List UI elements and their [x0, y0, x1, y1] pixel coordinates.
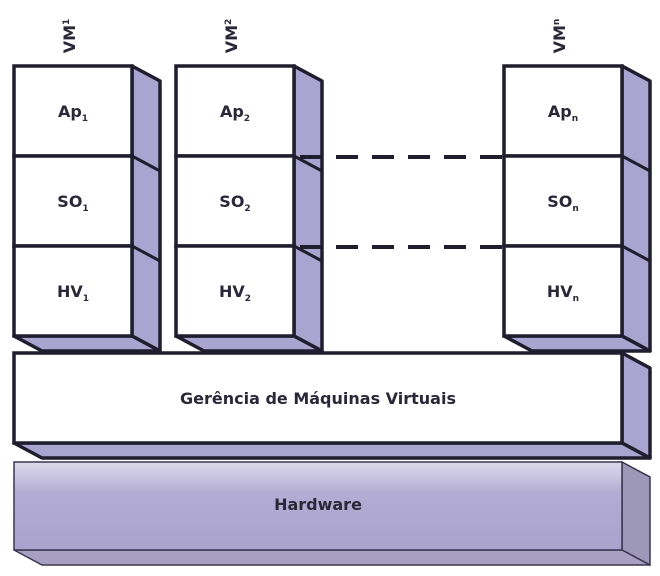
layer-label-subscript: 2: [244, 114, 250, 124]
layer-label-subscript: 1: [82, 114, 88, 124]
vm-label: VM1: [60, 19, 79, 54]
cell-edge: [131, 244, 161, 263]
cell-edge: [131, 154, 161, 173]
layer-cell: [502, 244, 624, 338]
layer-label-subscript: 2: [244, 204, 250, 214]
vm-label-index: 1: [62, 19, 72, 25]
vm-label-name: VM: [222, 25, 241, 53]
cell-edge: [293, 154, 323, 173]
layer-label-so: SOn: [547, 192, 579, 214]
layer-cell: [174, 64, 296, 158]
vm-manager-label: Gerência de Máquinas Virtuais: [180, 389, 456, 408]
cell-edge: [621, 244, 651, 263]
vm-label-name: VM: [60, 25, 79, 53]
vm-label: VMn: [550, 19, 569, 54]
stack-side-face: [292, 64, 324, 353]
layer-label-hv: HV1: [57, 282, 89, 304]
layer-cell: [174, 244, 296, 338]
layer-label-hv: HV2: [219, 282, 251, 304]
cell-edge: [621, 154, 651, 173]
layer-label-subscript: 2: [245, 294, 251, 304]
stack-side-face: [620, 64, 652, 353]
hardware-label: Hardware: [274, 495, 362, 514]
layer-label-ap: Ap1: [58, 102, 88, 124]
layer-label-base: SO: [57, 192, 82, 211]
vm-label-index: 2: [224, 19, 234, 25]
layer-label-subscript: n: [572, 204, 578, 214]
layer-label-base: HV: [57, 282, 83, 301]
cell-edge: [293, 244, 323, 263]
layer-label-so: SO1: [57, 192, 88, 214]
layer-cell: [502, 64, 624, 158]
layer-label-subscript: n: [573, 294, 579, 304]
layer-label-subscript: 1: [83, 294, 89, 304]
layer-cell: [12, 244, 134, 338]
stack-bottom-face: [502, 334, 652, 353]
stack-side-face: [130, 64, 162, 353]
layer-label-base: Ap: [548, 102, 572, 121]
vm-label-name: VM: [550, 25, 569, 53]
layer-cell: [502, 154, 624, 248]
layer-label-base: HV: [547, 282, 573, 301]
layer-label-ap: Apn: [548, 102, 578, 124]
layer-label-so: SO2: [219, 192, 250, 214]
stack-bottom-face: [12, 334, 162, 353]
layer-label-subscript: n: [572, 114, 578, 124]
layer-label-subscript: 1: [82, 204, 88, 214]
layer-cell: [12, 64, 134, 158]
layer-label-base: SO: [547, 192, 572, 211]
layer-label-base: Ap: [58, 102, 82, 121]
layer-label-base: Ap: [220, 102, 244, 121]
vm-label-index: n: [552, 19, 562, 25]
layer-label-ap: Ap2: [220, 102, 250, 124]
stack-bottom-face: [174, 334, 324, 353]
layer-label-hv: HVn: [547, 282, 579, 304]
vm-manager-layer: Gerência de Máquinas Virtuais: [12, 351, 652, 460]
vm-label: VM2: [222, 19, 241, 54]
layer-label-base: HV: [219, 282, 245, 301]
hardware-layer: Hardware: [13, 460, 651, 567]
layer-label-base: SO: [219, 192, 244, 211]
